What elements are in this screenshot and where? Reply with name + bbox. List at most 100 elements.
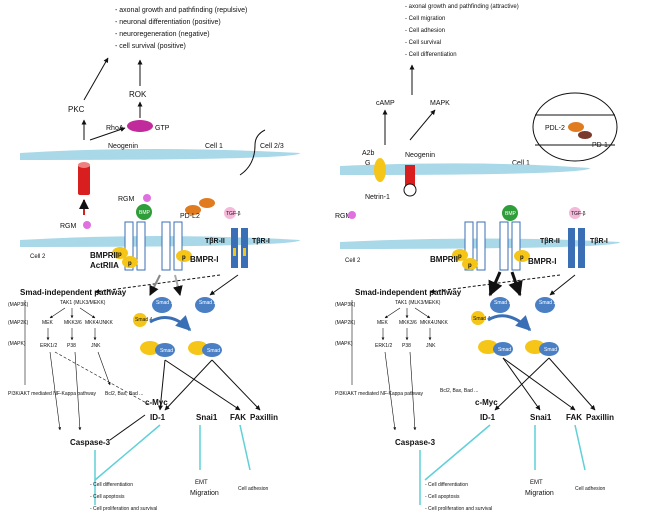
p-label-1: p (118, 252, 122, 258)
pi3k-label: PI3K/AKT mediated NF-Kappa pathway (8, 391, 97, 397)
right-outcome-5: - Cell differentiation (405, 52, 457, 58)
right-complex1-smad4 (478, 340, 498, 354)
right-bmpr1-receptor-2 (511, 221, 521, 271)
right-paxillin-label: Paxillin (586, 413, 614, 422)
right-smad4-text: Smad 4 (473, 316, 490, 322)
cell23-label: Cell 2/3 (260, 143, 284, 150)
migration-label: Migration (190, 490, 219, 497)
right-smad-indep-label: Smad-independent pathway (355, 288, 462, 297)
left-outcome-2: - neuronal differentiation (positive) (115, 19, 221, 26)
left-outcome-1: - axonal growth and pathfinding (repulsi… (115, 7, 247, 14)
rgm-top-icon (143, 194, 151, 202)
right-bmpr1-receptor (499, 221, 509, 271)
netrin-label: Netrin-1 (365, 194, 390, 201)
bmpr1-receptor-2 (173, 221, 183, 271)
mapk-label: (MAPK) (8, 341, 26, 347)
right-rgm-label: RGM (335, 213, 352, 220)
map3k-label: (MAP3K) (8, 302, 29, 308)
p-bmprii-1 (112, 247, 128, 259)
right-caspase-label: Caspase-3 (395, 438, 436, 447)
rgm-bottom-label: RGM (60, 223, 77, 230)
rhoa-gtp-ellipse (127, 120, 153, 132)
right-bcl2-label: Bcl2, Bax, Bad ... (440, 388, 478, 394)
smad4-text: Smad 4 (135, 317, 152, 323)
right-bmprii-label: BMPRII (430, 255, 458, 264)
tak1-mkk47-arrow (79, 307, 96, 319)
right-smad158 (490, 297, 510, 313)
right-smad23-arrow (549, 274, 576, 296)
neogenin-top (78, 162, 90, 168)
pdl2-label: PD-L2 (180, 213, 200, 220)
jnk-bcl2-arrow (97, 351, 111, 386)
right-id1-label: ID-1 (480, 413, 496, 422)
right-mkk36-label: MKK3/6 (399, 320, 417, 326)
tgfb-ligand (224, 207, 236, 219)
pkc-label: PKC (68, 105, 85, 114)
right-rgm-icon (348, 211, 356, 219)
tgfb-label: TGF-β (226, 211, 241, 217)
mkk36-label: MKK3/6 (64, 320, 82, 326)
mkk47-label: MKK4/JNKK (85, 320, 113, 326)
cell1-membrane (20, 149, 300, 160)
smad-indep-arrow (94, 274, 221, 294)
smad23-arrow (209, 274, 239, 296)
right-p-label-2: p (468, 263, 472, 269)
complex2-smad23 (202, 343, 222, 357)
smad158-text: Smad 1/5/8 (156, 300, 182, 306)
smad23-paxillin-arrow (211, 359, 261, 411)
erk-cmyc-dash (54, 351, 151, 406)
right-map2k-label: (MAP2K) (335, 320, 356, 326)
rhoa-label: RhoA (106, 125, 124, 132)
bmprii-receptor-2 (136, 221, 146, 271)
left-outcome-3: - neuroregeneration (negative) (115, 31, 210, 38)
inset-pd1-label: PD-1 (592, 142, 608, 149)
fak-label: FAK (230, 413, 246, 422)
p-bmpr1 (176, 250, 192, 262)
bmp-label: BMP (139, 210, 151, 216)
right-cell2-label: Cell 2 (345, 258, 361, 264)
smad23-left (195, 297, 215, 313)
right-bmp-ligand (502, 205, 518, 221)
right-fak-label: FAK (566, 413, 582, 422)
id1-label: ID-1 (150, 413, 166, 422)
p38-label: P38 (67, 343, 76, 349)
right-complex1-smad158 (493, 342, 513, 356)
right-mapk-label: (MAPK) (335, 341, 353, 347)
right-smad158-text: Smad 1/5/8 (494, 300, 520, 306)
mek-label: MEK (42, 320, 54, 326)
right-p38-label: P38 (402, 343, 411, 349)
rok-label: ROK (129, 90, 147, 99)
inset-pd1-shape (578, 131, 592, 139)
right-tbr2-label: TβR-II (540, 238, 560, 245)
erk-caspase-arrow (49, 351, 62, 431)
bmprii-receptor (124, 221, 134, 271)
right-smad23 (535, 297, 555, 313)
neogenin-receptor (78, 165, 90, 195)
right-complex2-smad23 (539, 342, 559, 356)
right-tbr1-receptor (578, 228, 585, 268)
right-outcome-2: - Cell migration (405, 16, 445, 22)
cell1-label: Cell 1 (205, 143, 223, 150)
right-tgfb-ligand (569, 207, 581, 219)
right-outcome-4: - Cell survival (405, 40, 441, 46)
paxillin-label: Paxillin (250, 413, 278, 422)
right-outcome-3: - Cell adhesion (405, 28, 445, 34)
cell2-membrane (20, 236, 300, 247)
bmp-ligand (136, 204, 152, 220)
pkc-arrow (83, 57, 109, 101)
cyan-line-4 (239, 424, 251, 471)
id1-caspase-inhibit (109, 414, 146, 441)
a2b-receptor (374, 158, 386, 182)
right-neogenin-receptor (405, 165, 415, 187)
right-bottom-outcome-3: - Cell proliferation and survival (425, 506, 492, 512)
smad-id1-arrow (157, 359, 166, 411)
cell23-tether (239, 129, 266, 176)
right-emt-label: EMT (530, 480, 543, 486)
smad-fak-arrow (164, 359, 241, 411)
inset-pdl2-label: PDL-2 (545, 125, 565, 132)
right-panel: - axonal growth and pathfinding (attract… (335, 4, 620, 512)
right-smad-fak-arrow (502, 357, 576, 411)
right-snai1-label: Snai1 (530, 413, 552, 422)
